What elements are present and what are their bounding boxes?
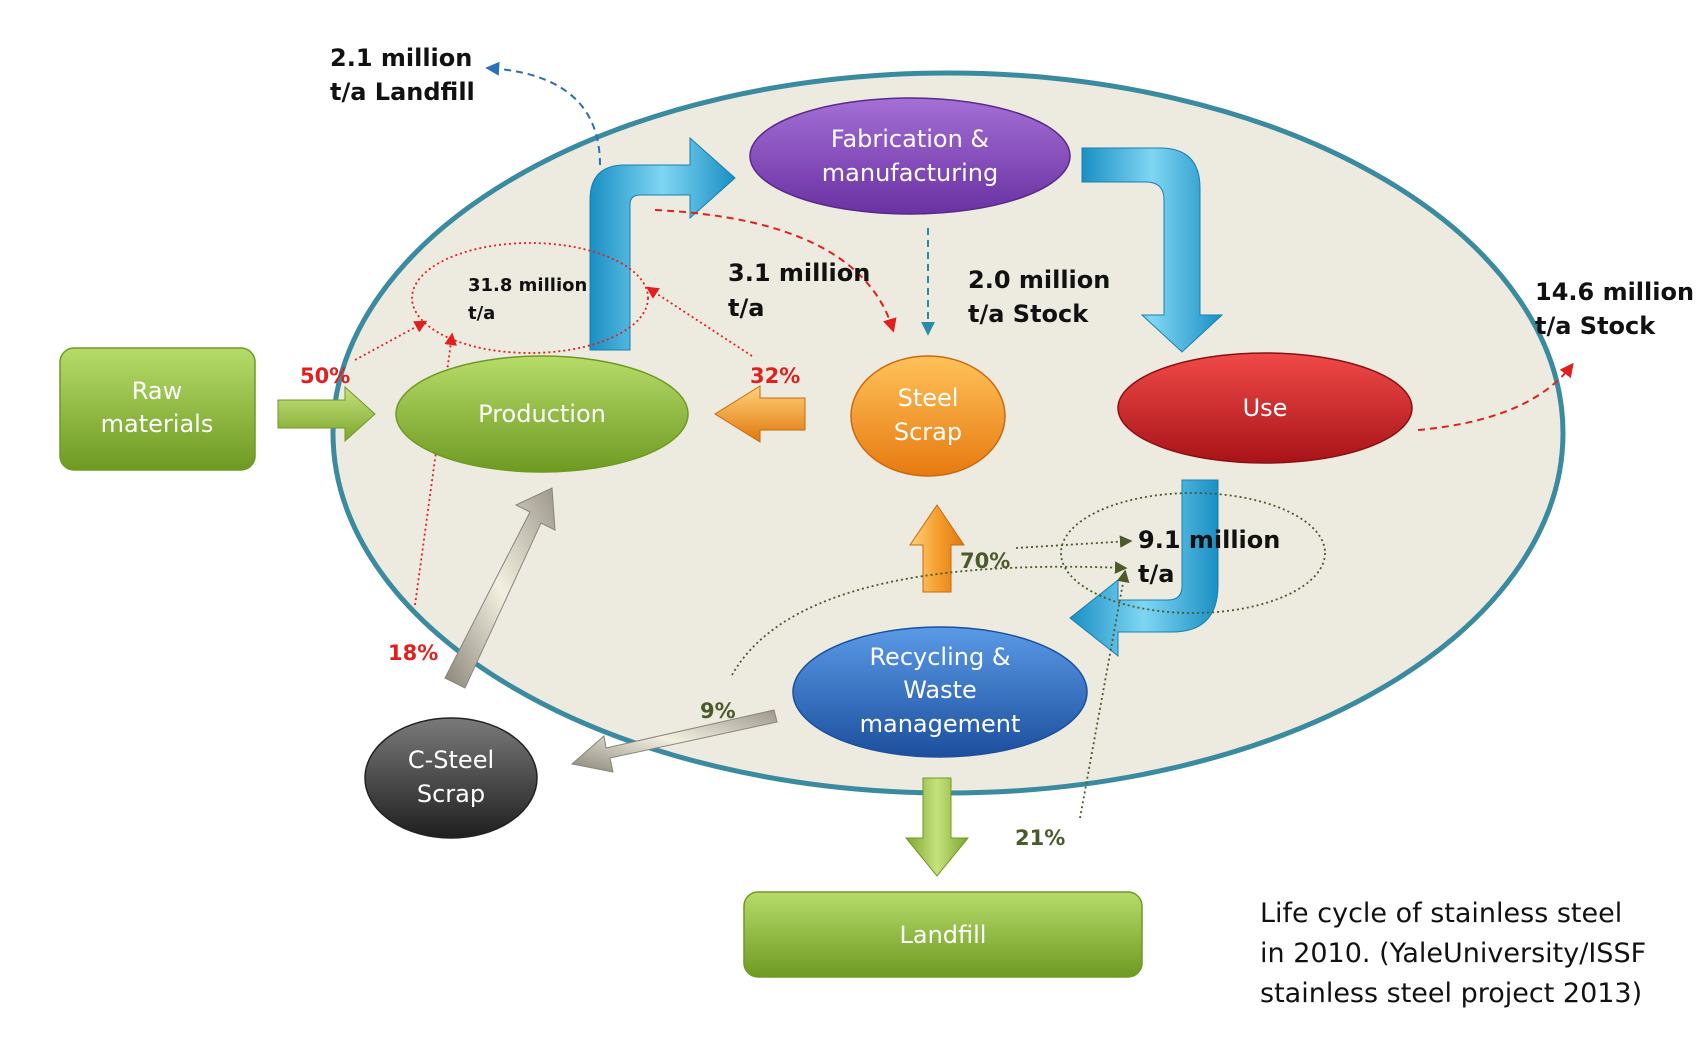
production-total-label-1: 31.8 million xyxy=(468,275,587,296)
use-label: Use xyxy=(1243,394,1288,422)
recycle-to-scrap-dotted-arrow xyxy=(1015,535,1133,549)
caption-line-1: Life cycle of stainless steel xyxy=(1260,898,1622,929)
scrap-share-dotted-arrow xyxy=(645,286,753,357)
production-total-label-2: t/a xyxy=(468,303,495,324)
c-steel-scrap-node: C-Steel Scrap xyxy=(364,717,538,839)
landfill-top-label-1: 2.1 million xyxy=(330,44,472,72)
raw-materials-node: Raw materials xyxy=(59,347,256,471)
raw-share-dotted-arrow xyxy=(354,320,428,361)
recycling-label-3: management xyxy=(860,710,1021,738)
raw-materials-label-1: Raw xyxy=(132,377,182,405)
fabrication-to-use-arrow xyxy=(1081,147,1224,353)
recycling-label-1: Recycling & xyxy=(869,643,1010,671)
recycled-label-2: t/a xyxy=(1138,560,1174,588)
use-node: Use xyxy=(1117,352,1413,464)
landfill-node: Landfill xyxy=(743,891,1143,978)
steel-scrap-label-2: Scrap xyxy=(894,418,962,446)
caption-line-3: stainless steel project 2013) xyxy=(1260,978,1642,1009)
c-steel-to-production-arrow xyxy=(444,487,556,689)
production-label: Production xyxy=(478,400,606,428)
recycling-to-scrap-arrow xyxy=(909,504,965,593)
recycle-to-c-steel-percentage: 9% xyxy=(700,699,736,723)
steel-scrap-percentage: 32% xyxy=(750,364,800,388)
production-to-fabrication-arrow xyxy=(589,136,736,351)
recycling-to-c-steel-arrow xyxy=(570,709,778,773)
raw-materials-label-2: materials xyxy=(101,410,214,438)
c-steel-percentage: 18% xyxy=(388,641,438,665)
raw-to-production-arrow xyxy=(277,385,376,443)
raw-percentage: 50% xyxy=(300,364,350,388)
caption-line-2: in 2010. (YaleUniversity/ISSF xyxy=(1260,938,1646,969)
steel-scrap-node: Steel Scrap xyxy=(850,355,1006,477)
use-stock-label-2: t/a Stock xyxy=(1535,312,1656,340)
use-stock-dashed-arrow xyxy=(1417,362,1574,431)
recycled-label-1: 9.1 million xyxy=(1138,526,1280,554)
landfill-top-label-2: t/a Landfill xyxy=(330,78,475,106)
scrap-to-production-arrow xyxy=(714,385,806,443)
fabrication-label-2: manufacturing xyxy=(822,159,998,187)
c-steel-scrap-label-2: Scrap xyxy=(417,780,485,808)
recycle-to-landfill-percentage: 21% xyxy=(1015,826,1065,850)
c-steel-recycle-dotted-arrow xyxy=(731,561,1128,676)
fab-stock-label-1: 2.0 million xyxy=(968,266,1110,294)
c-steel-share-dotted-arrow xyxy=(414,332,457,606)
scrap-flow-label-2: t/a xyxy=(728,294,764,322)
recycling-to-landfill-arrow xyxy=(904,777,970,877)
fabrication-node: Fabrication & manufacturing xyxy=(749,97,1071,215)
steel-scrap-label-1: Steel xyxy=(898,384,959,412)
use-to-recycling-arrow xyxy=(1069,479,1219,658)
landfill-label: Landfill xyxy=(900,921,987,949)
recycling-label-2: Waste xyxy=(903,676,977,704)
landfill-recycle-dotted-arrow xyxy=(1079,569,1130,819)
production-node: Production xyxy=(395,355,689,473)
fabrication-label-1: Fabrication & xyxy=(831,125,989,153)
recycle-to-scrap-percentage: 70% xyxy=(960,549,1010,573)
landfill-loss-dashed-arrow xyxy=(485,61,601,166)
recycled-total-dotted-circle xyxy=(1060,492,1326,614)
scrap-flow-label-1: 3.1 million xyxy=(728,259,870,287)
c-steel-scrap-label-1: C-Steel xyxy=(408,746,494,774)
fab-stock-label-2: t/a Stock xyxy=(968,300,1089,328)
use-stock-label-1: 14.6 million xyxy=(1535,278,1694,306)
fabrication-scrap-dashed-arrow xyxy=(654,209,897,333)
recycling-node: Recycling & Waste management xyxy=(792,626,1088,758)
